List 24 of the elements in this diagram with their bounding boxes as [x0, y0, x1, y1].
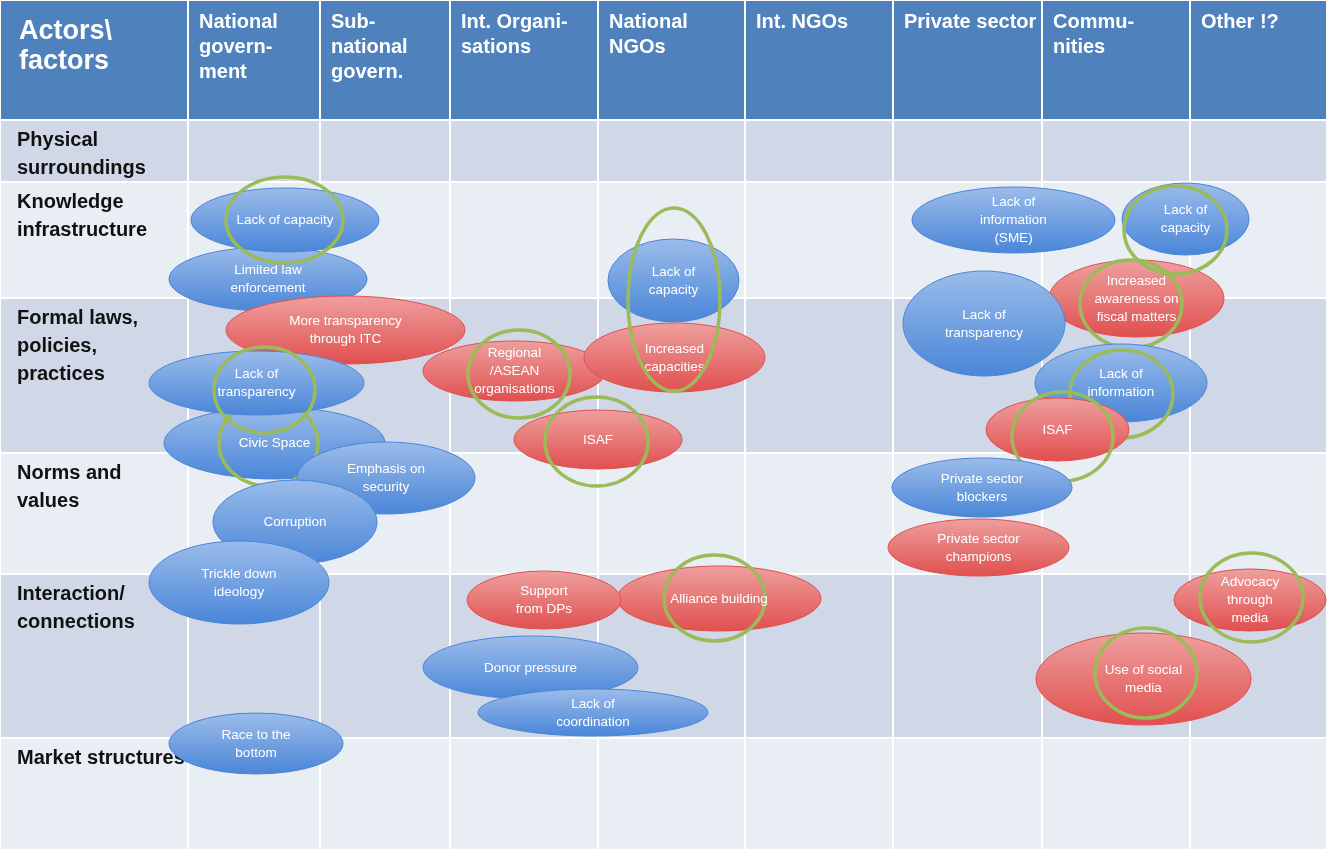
- row-header: Norms and values: [0, 453, 188, 574]
- row-header: Interaction/ connections: [0, 574, 188, 738]
- row-header: Physical surroundings: [0, 120, 188, 182]
- row-header: Knowledge infrastructure: [0, 182, 188, 298]
- ellipse-node: Donor pressure: [422, 635, 639, 700]
- column-header: Private sector: [893, 0, 1042, 120]
- row-header: Formal laws, policies, practices: [0, 298, 188, 453]
- row-header: Market structures: [0, 738, 188, 850]
- ellipse-node: Lack of transparency: [902, 270, 1066, 377]
- ellipse-node: Increased capacities: [583, 322, 766, 393]
- column-header: National NGOs: [598, 0, 745, 120]
- ellipse-node: Trickle down ideology: [148, 540, 330, 625]
- column-header: Other !?: [1190, 0, 1327, 120]
- ellipse-node: Lack of coordination: [477, 688, 709, 737]
- column-header: Int. Organi-sations: [450, 0, 598, 120]
- ellipse-node: Support from DPs: [466, 570, 622, 630]
- column-header: Commu-nities: [1042, 0, 1190, 120]
- column-header: Int. NGOs: [745, 0, 893, 120]
- column-header: Actors\ factors: [0, 0, 188, 120]
- column-header: National govern-ment: [188, 0, 320, 120]
- ellipse-node: Private sector champions: [887, 518, 1070, 577]
- ellipse-node: Private sector blockers: [891, 457, 1073, 518]
- ellipse-node: Lack of information (SME): [911, 186, 1116, 254]
- column-header: Sub-national govern.: [320, 0, 450, 120]
